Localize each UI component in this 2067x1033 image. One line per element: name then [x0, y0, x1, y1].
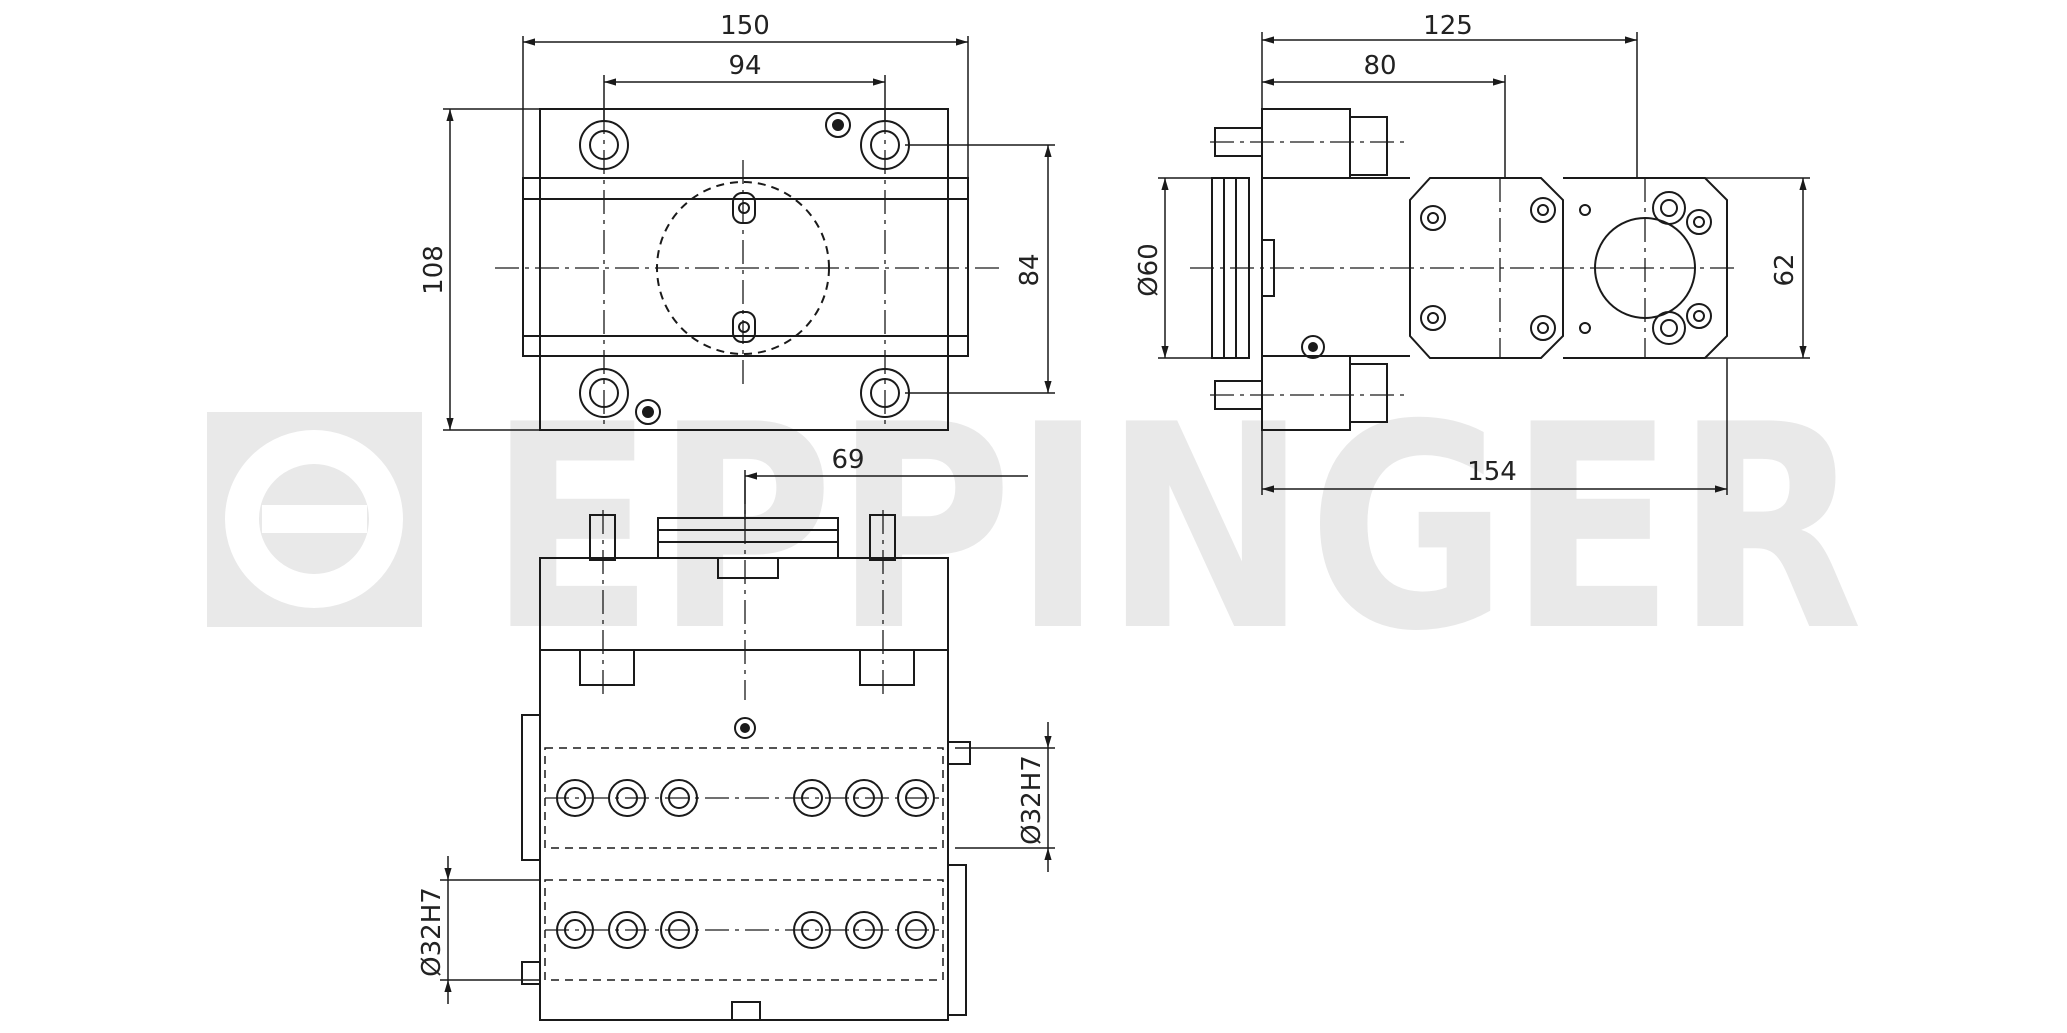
dim-front-bore-lower: Ø32H7 [417, 887, 447, 977]
dim-front-bore-upper: Ø32H7 [1017, 755, 1047, 845]
side-view [1158, 32, 1810, 495]
dim-front-offset: 69 [831, 445, 864, 475]
dim-top-height-overall: 108 [419, 245, 449, 295]
dim-top-width-overall: 150 [720, 11, 770, 41]
dim-top-height-inner: 84 [1015, 253, 1045, 286]
side-view-body [1261, 108, 1351, 179]
dim-side-height-flange: 62 [1770, 253, 1800, 286]
top-view-clamp-band [522, 177, 969, 357]
side-view-octagon-plate [1409, 177, 1564, 359]
watermark-brand-text: EPPINGER [488, 364, 1863, 693]
front-view [440, 470, 1055, 1021]
dim-side-length-overall: 154 [1467, 457, 1517, 487]
top-view-outer-body [539, 108, 949, 431]
dim-side-depth-overall: 125 [1423, 11, 1473, 41]
eppinger-watermark: EPPINGER [207, 364, 1863, 693]
dim-side-diameter: Ø60 [1134, 243, 1164, 297]
watermark-logo-ring [225, 430, 403, 608]
top-view [443, 36, 1055, 431]
watermark-logo-bar [262, 505, 367, 533]
side-view-screws [1301, 191, 1712, 359]
dim-top-width-holes: 94 [728, 51, 761, 81]
dim-side-depth-mid: 80 [1363, 51, 1396, 81]
